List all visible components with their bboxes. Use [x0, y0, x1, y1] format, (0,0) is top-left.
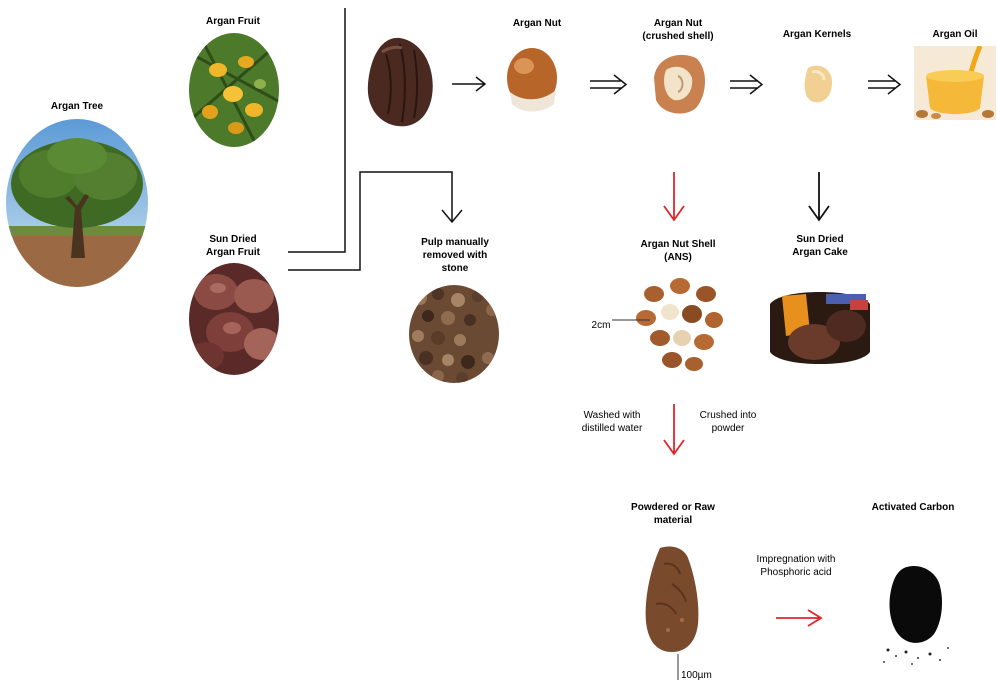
red-arrow-ans-to-powder	[664, 404, 684, 454]
red-arrow-powder-to-carbon	[776, 610, 821, 626]
arrow-nut-to-nut	[452, 77, 485, 91]
arrow-kernels-to-cake	[809, 172, 829, 220]
double-arrow-nut-to-crushed	[590, 75, 626, 94]
double-arrow-crushed-to-kernels	[730, 75, 762, 94]
connector-to-nut-row	[288, 8, 345, 252]
red-arrow-crushed-to-ans	[664, 172, 684, 220]
connector-to-pulp	[288, 172, 462, 270]
double-arrow-kernels-to-oil	[868, 75, 900, 94]
